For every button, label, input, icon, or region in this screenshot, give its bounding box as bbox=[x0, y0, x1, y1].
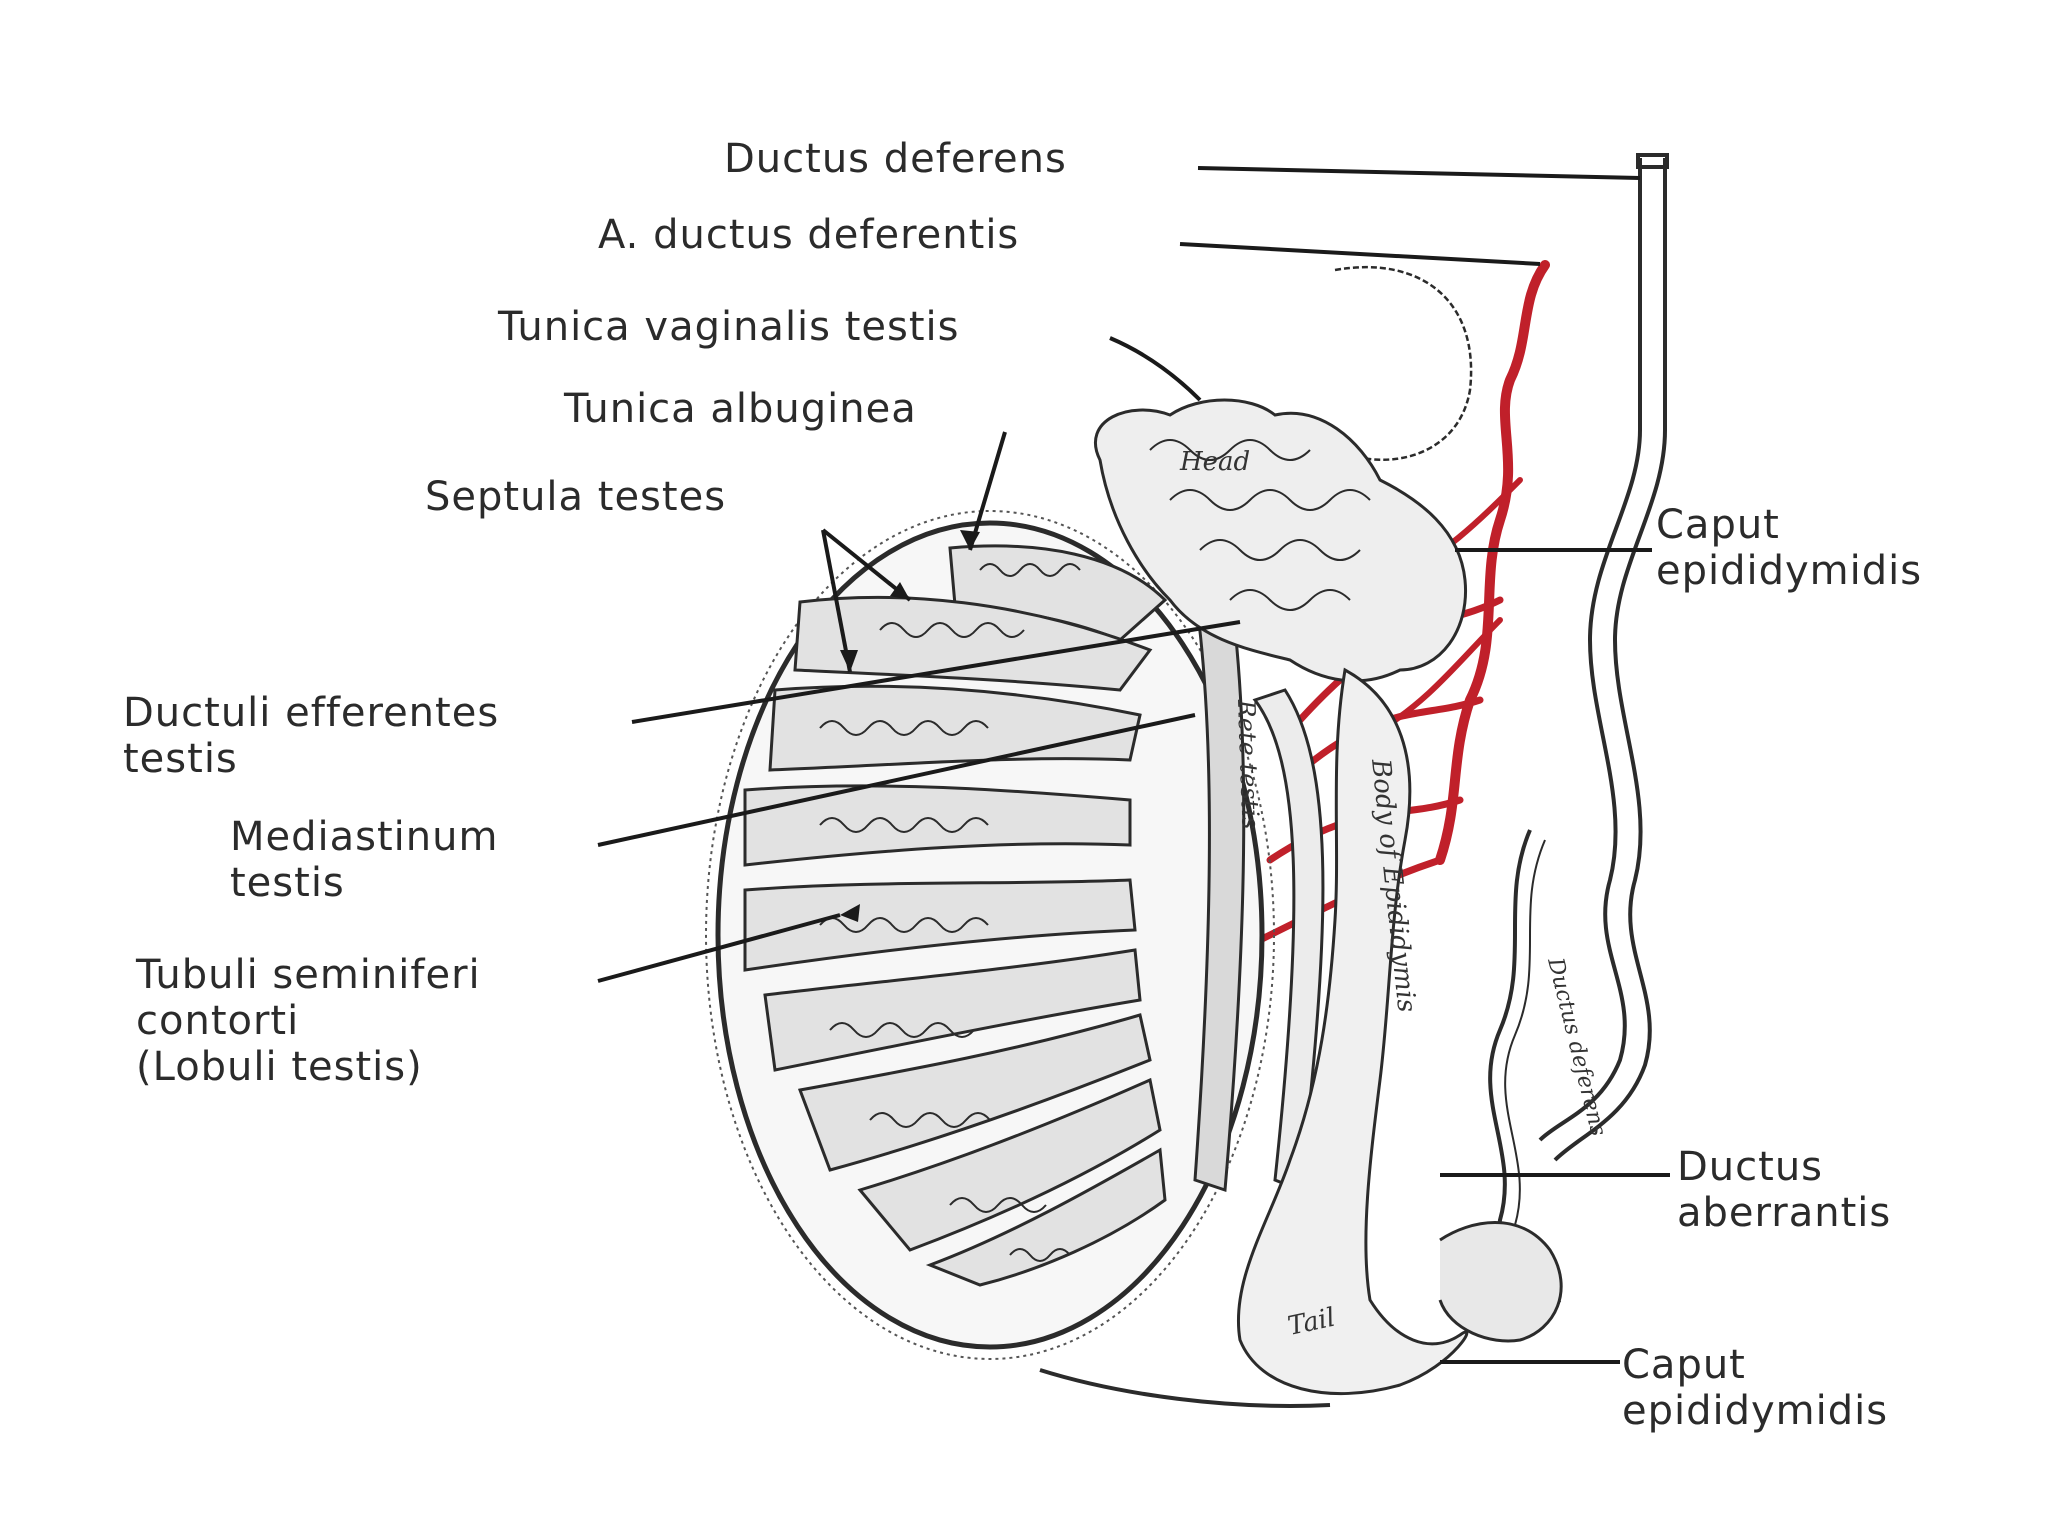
tunica-vaginalis-loop bbox=[1334, 265, 1473, 462]
tubuli-seminiferi-label: Tubuli seminiferi contorti (Lobuli testi… bbox=[136, 952, 481, 1090]
efferent-ducts bbox=[1149, 439, 1371, 611]
arrow-heads bbox=[840, 530, 980, 922]
ductuli-efferentes-label: Ductuli efferentes testis bbox=[123, 690, 500, 782]
ductus-aberrantis-label: Ductus aberrantis bbox=[1677, 1144, 1892, 1236]
tunica-vaginalis-label: Tunica vaginalis testis bbox=[498, 304, 960, 350]
tubuli-seminiferi bbox=[819, 563, 1081, 1262]
head-label: Head bbox=[1179, 447, 1250, 477]
scrotal-line bbox=[1039, 1368, 1331, 1408]
rete-testis-label: Rete testis bbox=[1232, 698, 1265, 829]
epididymis-tail bbox=[1438, 1221, 1563, 1343]
caput-epididymidis-top-label: Caput epididymidis bbox=[1656, 502, 1923, 594]
ductus-aberrans-inner bbox=[1504, 839, 1546, 1226]
caput-epididymidis-bottom-label: Caput epididymidis bbox=[1622, 1342, 1889, 1434]
epididymis-body bbox=[1237, 667, 1469, 1396]
ductus-deferens-label: Ductus deferens bbox=[724, 136, 1067, 182]
septula-testes-label: Septula testes bbox=[425, 474, 727, 520]
leader-lines bbox=[597, 166, 1670, 1364]
mediastinum-label: Mediastinum testis bbox=[230, 814, 499, 906]
ductus-deferens-figure-label: Ductus deferens bbox=[1542, 954, 1611, 1138]
mediastinum-band bbox=[1188, 553, 1246, 1193]
tunica-albuginea-label: Tunica albuginea bbox=[564, 386, 917, 432]
epididymis-head bbox=[1093, 398, 1468, 683]
a-ductus-deferentis-label: A. ductus deferentis bbox=[598, 212, 1020, 258]
